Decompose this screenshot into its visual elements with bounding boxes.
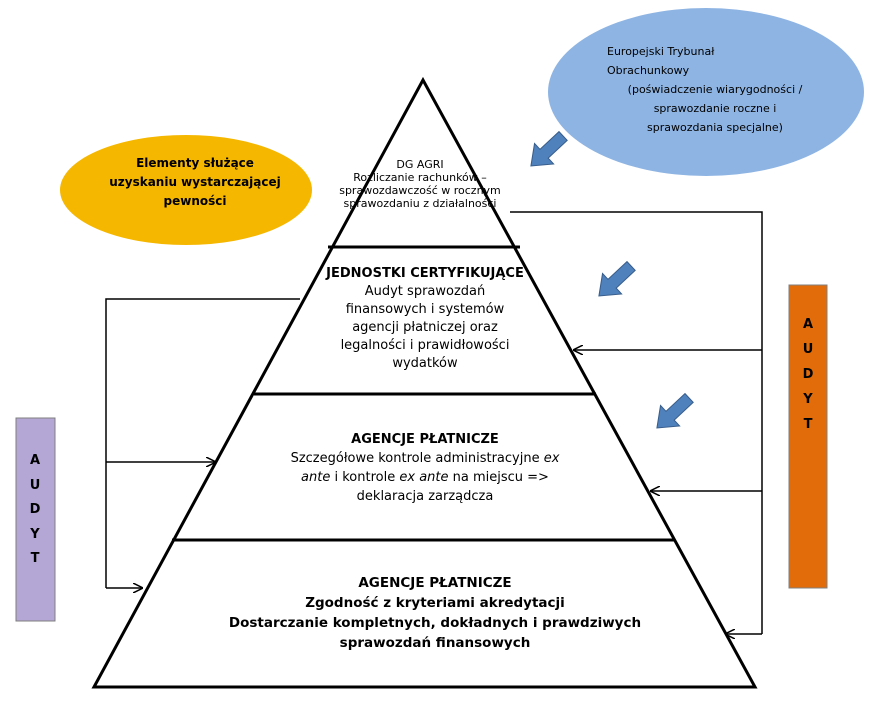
right-audit-letter: Y [803,392,813,407]
yellow-oval-text: Elementy służące uzyskaniu wystarczające… [95,154,295,211]
blue-arrow-2 [598,260,636,297]
blue-oval-detail-line: (poświadczenie wiarygodności / [627,83,803,96]
level2-line: Audyt sprawozdań [364,284,486,299]
blue-arrow-3 [656,392,694,429]
yellow-oval-line: pewności [163,194,227,208]
level3-heading: AGENCJE PŁATNICZE [351,432,499,447]
left-audit-letter: D [29,502,41,517]
right-connector-line [510,211,763,634]
right-audit-letter: D [802,367,814,382]
level1-line: Rozliczanie rachunków – [353,171,487,184]
pyramid-level-2: JEDNOSTKI CERTYFIKUJĄCE Audyt sprawozdań… [275,265,575,373]
level1-line: sprawozdaniu z działalności [343,197,497,210]
level3-line-3: deklaracja zarządcza [356,489,494,504]
blue-oval-detail-line: sprawozdania specjalne) [647,121,783,134]
level2-heading: JEDNOSTKI CERTYFIKUJĄCE [326,266,524,281]
blue-oval-title: Europejski Trybunał Obrachunkowy [607,42,807,80]
level4-line: sprawozdań finansowych [339,635,531,651]
left-connector-line [105,298,300,588]
level3-line-2: ante i kontrole ex ante na miejscu => [230,468,620,487]
level3-italic: ante [301,470,331,485]
pyramid-level-3: AGENCJE PŁATNICZE Szczegółowe kontrole a… [230,430,620,506]
right-audit-letter: U [802,342,814,357]
level4-line: Dostarczanie kompletnych, dokładnych i p… [228,615,642,631]
pyramid-level-1: DG AGRI Rozliczanie rachunków – sprawozd… [320,158,520,210]
pyramid-outline [91,76,758,689]
left-audit-letter: Y [30,527,40,542]
right-audit-letter: T [803,417,813,432]
level3-italic: ex [543,451,560,466]
blue-oval [548,8,864,176]
blue-oval-detail-line: sprawozdanie roczne i [653,102,777,115]
left-audit-box [15,417,56,622]
level1-line: DG AGRI [396,158,444,171]
left-audit-letter: U [29,478,41,493]
pyramid-level-4: AGENCJE PŁATNICZE Zgodność z kryteriami … [150,573,720,653]
yellow-oval-line: uzyskaniu wystarczającej [109,175,281,189]
level2-line: agencji płatniczej oraz [352,320,498,335]
blue-arrow-1 [530,130,568,167]
level1-line: sprawozdawczość w rocznym [339,184,501,197]
blue-oval-title-line: Europejski Trybunał [607,45,715,58]
yellow-oval [60,135,312,245]
left-audit-letter: T [30,551,40,566]
yellow-oval-line: Elementy służące [136,156,254,170]
level3-text: i kontrole [334,470,396,485]
level2-line: legalności i prawidłowości [340,338,510,353]
level3-italic: ex ante [399,470,449,485]
level4-line: Zgodność z kryteriami akredytacji [305,595,565,611]
level2-line: finansowych i systemów [345,302,505,317]
right-audit-box [788,284,828,589]
level3-text: Szczegółowe kontrole administracyjne [290,451,540,466]
level3-line-1: Szczegółowe kontrole administracyjne ex [230,449,620,468]
left-audit-letter: A [29,453,41,468]
level4-heading: AGENCJE PŁATNICZE [358,575,512,591]
blue-oval-title-line: Obrachunkowy [607,64,690,77]
level2-line: wydatków [392,356,458,371]
blue-oval-detail: (poświadczenie wiarygodności / sprawozda… [600,80,830,137]
level3-text: na miejscu => [452,470,549,485]
right-audit-letter: A [802,317,814,332]
